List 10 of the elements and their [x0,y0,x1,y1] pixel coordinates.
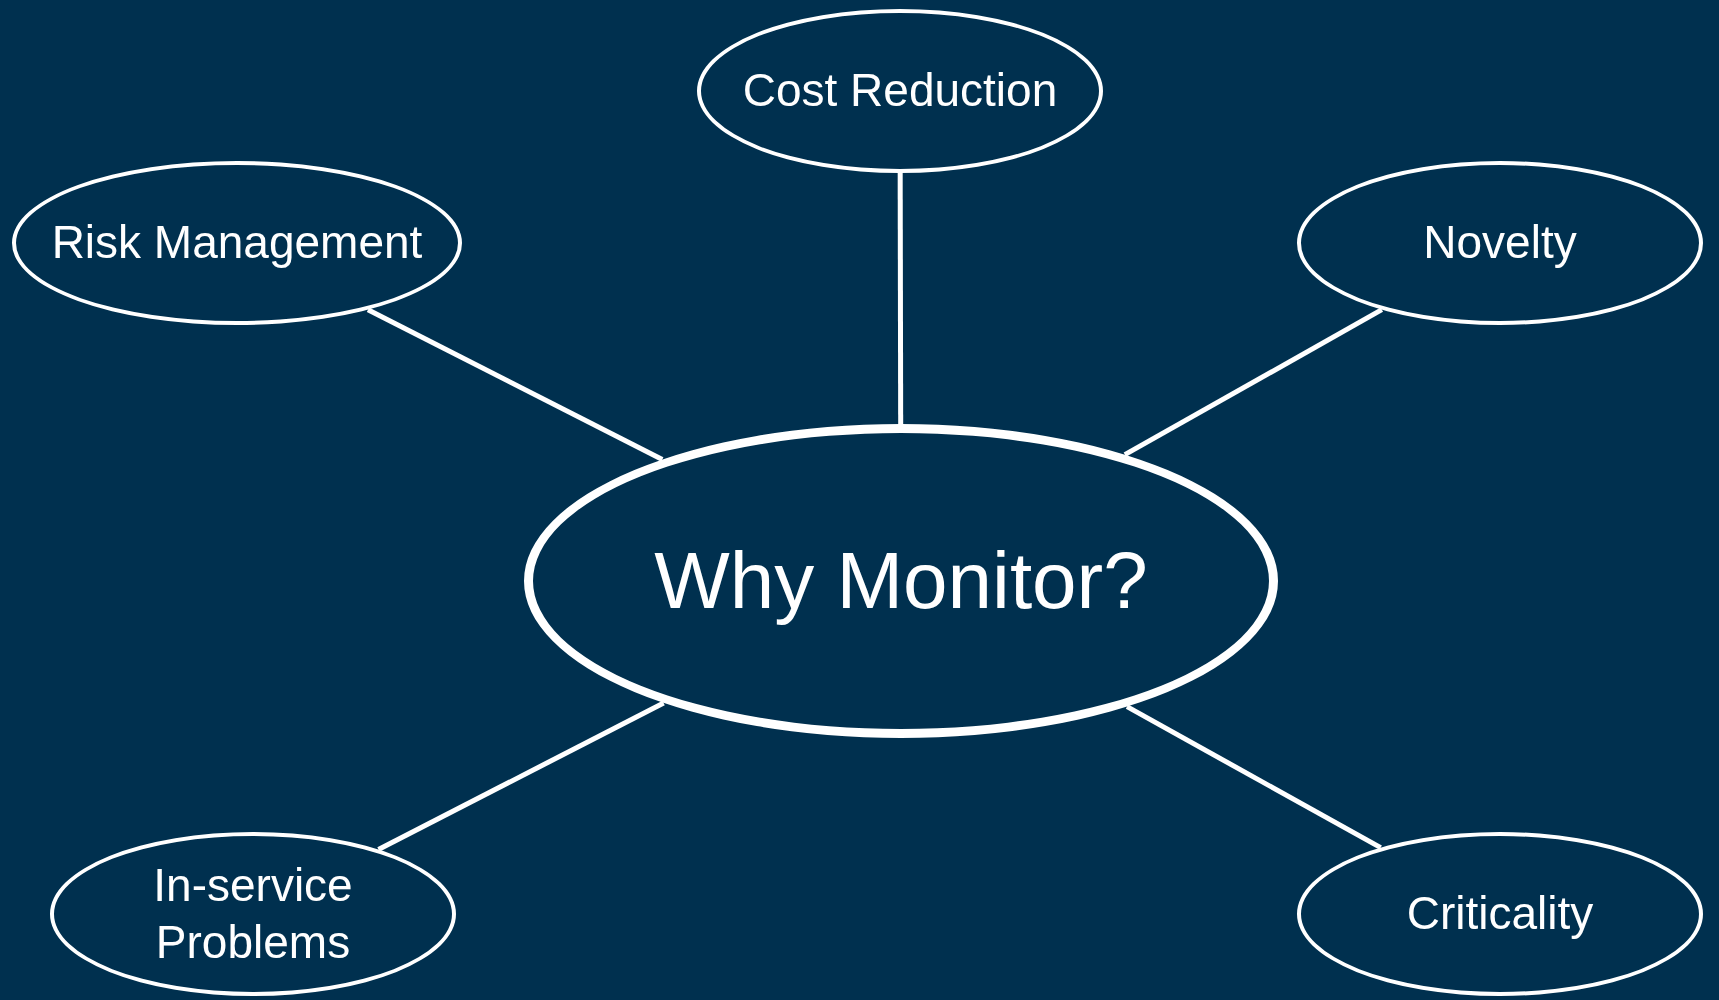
node-label: Novelty [1422,215,1578,271]
node-label: Cost Reduction [741,63,1059,119]
connector-line [1125,704,1382,850]
connector-line [897,173,904,424]
connector-line [366,307,664,462]
connector-line [1123,307,1384,457]
connector-line [377,700,665,852]
node-label: In-service Problems [152,857,354,970]
node-label: Risk Management [50,215,424,271]
node-label: Criticality [1405,886,1595,942]
